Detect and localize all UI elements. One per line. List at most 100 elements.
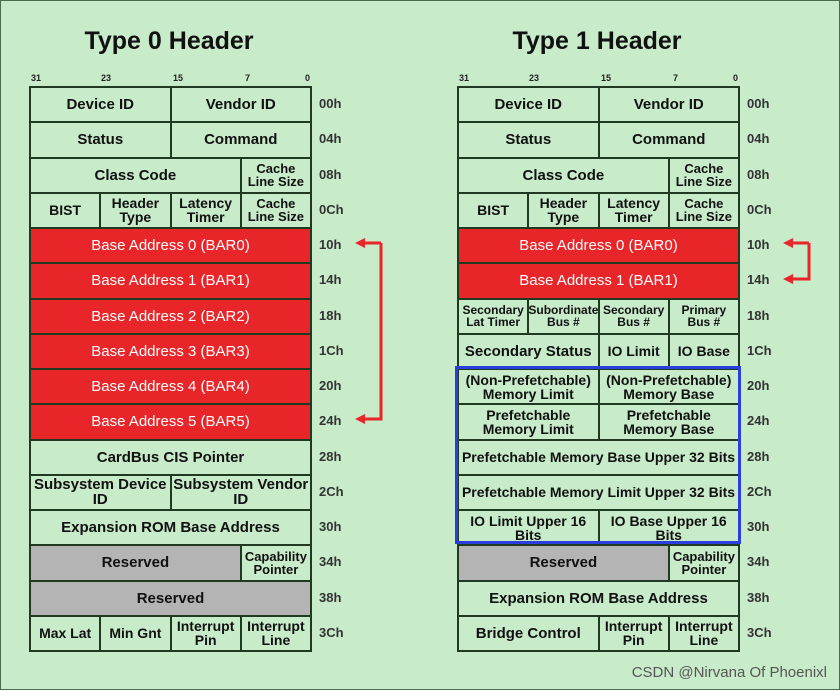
register-field-label: Base Address 0 (BAR0) <box>519 237 678 255</box>
register-field: Cache Line Size <box>239 191 312 229</box>
register-field-label: Prefetchable Memory Base <box>623 406 715 437</box>
register-field-label: Vendor ID <box>205 96 276 114</box>
offset-label: 2Ch <box>319 483 344 499</box>
offset-label: 18h <box>747 307 770 323</box>
offset-label: 24h <box>747 413 770 429</box>
register-field-label: Base Address 2 (BAR2) <box>91 307 250 325</box>
register-field-label: Interrupt Pin <box>604 618 663 649</box>
register-field: Interrupt Line <box>239 614 312 652</box>
register-field-label: Header Type <box>111 195 160 226</box>
register-field: Capability Pointer <box>667 544 740 582</box>
register-field-label: Cache Line Size <box>247 196 305 225</box>
register-field-label: IO Base Upper 16 Bits <box>610 512 727 543</box>
register-field-label: Interrupt Line <box>247 618 305 649</box>
offset-label: 20h <box>319 378 342 393</box>
register-field-label: Class Code <box>94 166 177 184</box>
register-field-label: Subsystem Device ID <box>33 476 167 509</box>
register-field-label: Device ID <box>494 96 563 114</box>
offset-label: 38h <box>747 589 770 605</box>
register-field-label: Subsystem Vendor ID <box>173 476 309 509</box>
register-field: Prefetchable Memory Base Upper 32 Bits <box>457 438 740 476</box>
register-field-label: Command <box>632 131 706 149</box>
offset-label: 2Ch <box>747 483 772 499</box>
register-field-label: Command <box>204 131 278 149</box>
offset-label: 00h <box>747 96 770 111</box>
bit-label: 7 <box>245 73 251 83</box>
register-field-label: Latency Timer <box>607 195 661 226</box>
register-field-label: Device ID <box>66 96 135 114</box>
type0-title: Type 0 Header <box>84 27 254 55</box>
register-field: Capability Pointer <box>239 544 312 582</box>
register-field-label: Class Code <box>522 166 605 184</box>
offset-label: 10h <box>319 237 342 252</box>
register-field: BIST <box>457 191 530 229</box>
register-field: Interrupt Line <box>667 614 740 652</box>
bar-span-arrow-type0 <box>355 243 383 424</box>
offset-label: 14h <box>747 272 770 288</box>
register-field: Command <box>597 121 740 159</box>
register-field-label: Capability Pointer <box>244 548 307 577</box>
register-field: BIST <box>29 191 102 229</box>
register-field-label: Max Lat <box>39 625 92 642</box>
register-field-label: Base Address 1 (BAR1) <box>91 272 250 290</box>
register-field-label: Prefetchable Memory Base Upper 32 Bits <box>461 449 736 466</box>
register-field: Latency Timer <box>597 191 670 229</box>
register-field-label: Prefetchable Memory Limit <box>482 406 574 437</box>
register-field-label: Base Address 1 (BAR1) <box>519 272 678 290</box>
register-field: Cache Line Size <box>239 156 312 194</box>
register-field: Reserved <box>29 544 242 582</box>
offset-label: 0Ch <box>319 201 344 217</box>
bar-span-arrow-type1 <box>783 243 811 284</box>
register-field: Base Address 0 (BAR0) <box>457 227 740 265</box>
offset-label: 24h <box>319 413 342 429</box>
offset-label: 04h <box>319 131 342 147</box>
register-field-label: Base Address 5 (BAR5) <box>91 413 250 431</box>
register-field-label: Interrupt Pin <box>176 618 235 649</box>
offset-label: 30h <box>319 519 342 534</box>
offset-label: 34h <box>319 554 342 570</box>
register-field-label: Interrupt Line <box>675 618 733 649</box>
register-field-label: Primary Bus # <box>681 303 727 330</box>
bit-label: 31 <box>31 73 42 83</box>
register-field-label: Base Address 0 (BAR0) <box>91 237 250 255</box>
register-field-label: IO Limit <box>607 343 660 360</box>
register-field-label: Cache Line Size <box>247 161 305 190</box>
register-field-label: CardBus CIS Pointer <box>96 448 245 466</box>
watermark: CSDN @Nirvana Of Phoenixl <box>631 664 827 681</box>
offset-label: 34h <box>747 554 770 570</box>
register-field: Reserved <box>29 579 312 617</box>
bit-label: 15 <box>173 73 184 83</box>
register-field-label: Reserved <box>101 554 170 572</box>
bit-label: 31 <box>459 73 470 83</box>
bit-label: 15 <box>601 73 612 83</box>
register-field: Base Address 1 (BAR1) <box>457 262 740 300</box>
register-field-label: Expansion ROM Base Address <box>489 589 708 607</box>
offset-label: 28h <box>747 448 770 464</box>
register-field: Subordinate Bus # <box>527 297 600 335</box>
register-field-label: BIST <box>477 202 510 219</box>
register-field: (Non-Prefetchable) Memory Limit <box>457 368 600 406</box>
register-field: Prefetchable Memory Limit <box>457 403 600 441</box>
register-field-label: Base Address 3 (BAR3) <box>91 342 250 360</box>
register-field-label: Base Address 4 (BAR4) <box>91 378 250 396</box>
register-field-label: (Non-Prefetchable) Memory Base <box>606 371 732 402</box>
register-field-label: (Non-Prefetchable) Memory Limit <box>465 371 591 402</box>
register-field-label: Min Gnt <box>109 625 162 642</box>
register-field: Interrupt Pin <box>597 614 670 652</box>
register-field-label: Secondary Status <box>464 342 592 360</box>
bit-label: 0 <box>733 73 739 83</box>
register-field-label: Latency Timer <box>179 195 233 226</box>
offset-label: 3Ch <box>747 624 772 640</box>
register-field-label: Secondary Lat Timer <box>462 303 524 330</box>
register-field: Header Type <box>99 191 172 229</box>
bit-label: 0 <box>305 73 311 83</box>
register-field-label: Cache Line Size <box>675 161 733 190</box>
register-field-label: Reserved <box>529 554 598 572</box>
register-field: Expansion ROM Base Address <box>457 579 740 617</box>
offset-label: 1Ch <box>747 342 772 358</box>
register-field-label: Secondary Bus # <box>602 303 665 330</box>
register-field: Min Gnt <box>99 614 172 652</box>
register-field-label: BIST <box>49 202 82 219</box>
